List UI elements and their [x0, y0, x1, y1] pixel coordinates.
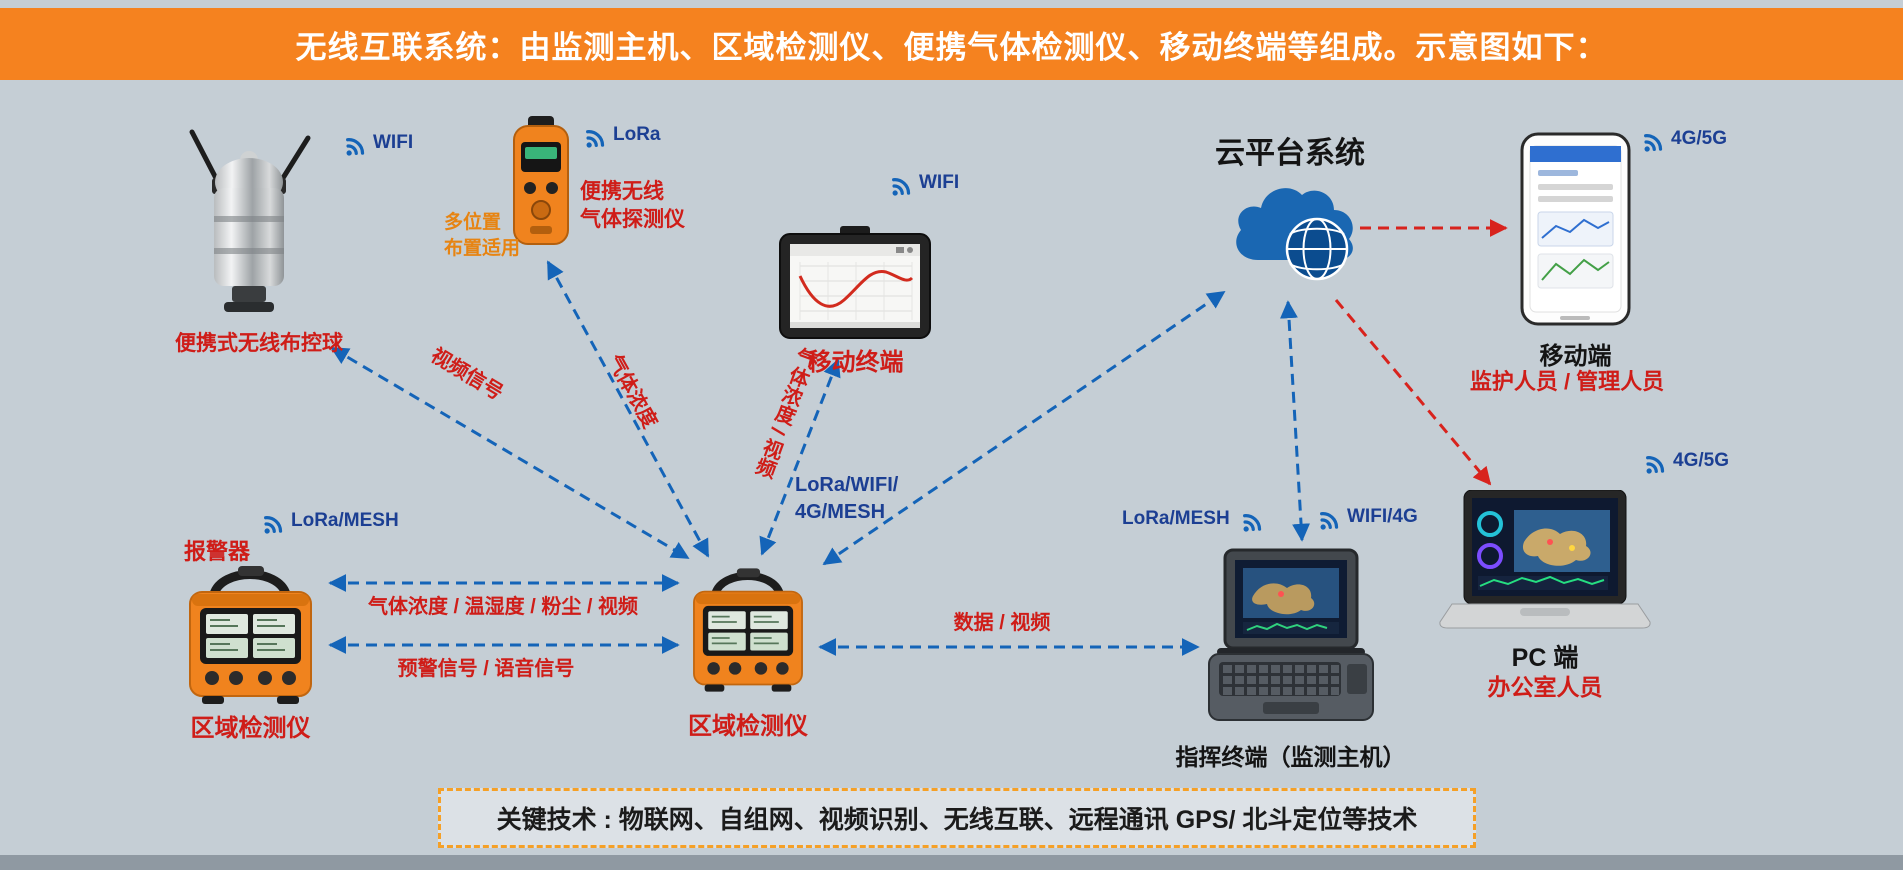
command-terminal-signal-left: LoRa/MESH — [1122, 506, 1265, 536]
alarm-tag: 报警器 — [184, 539, 251, 564]
key-tech-text: 关键技术 : 物联网、自组网、视频识别、无线互联、远程通讯 GPS/ 北斗定位等… — [496, 806, 1418, 834]
link-label-warning-signal: 预警信号 / 语音信号 — [397, 658, 575, 680]
area-detector-illustration — [683, 563, 813, 697]
command-terminal-signal-right-label: WIFI/4G — [1347, 506, 1418, 527]
pc-device — [1438, 489, 1653, 640]
command-terminal-device — [1203, 548, 1378, 733]
alarm-detector-label: 区域检测仪 — [190, 715, 311, 742]
mobile-terminal-device — [778, 226, 933, 344]
alarm-signal-label: LoRa/MESH — [291, 510, 399, 531]
mobile-terminal-signal: WIFI — [884, 170, 959, 200]
wifi-icon — [884, 170, 914, 200]
alarm-signal: LoRa/MESH — [256, 508, 399, 538]
wifi-icon — [1312, 504, 1342, 534]
gas-detector-signal: LoRa — [578, 122, 661, 152]
gas-detector-device — [506, 116, 576, 251]
title-bar: 无线互联系统：由监测主机、区域检测仪、便携气体检测仪、移动终端等组成。示意图如下… — [0, 8, 1903, 80]
link-label-mesh: LoRa/WIFI/ 4G/MESH — [795, 472, 898, 526]
command-terminal-label: 指挥终端（监测主机） — [1175, 744, 1406, 770]
key-tech-box: 关键技术 : 物联网、自组网、视频识别、无线互联、远程通讯 GPS/ 北斗定位等… — [438, 788, 1476, 848]
pc-illustration — [1439, 489, 1651, 629]
wifi-icon — [1636, 126, 1666, 156]
command-terminal-signal-left-label: LoRa/MESH — [1122, 508, 1230, 529]
wifi-icon — [578, 122, 608, 152]
camera-ball-signal: WIFI — [338, 130, 413, 160]
page-title: 无线互联系统：由监测主机、区域检测仪、便携气体检测仪、移动终端等组成。示意图如下… — [295, 29, 1608, 65]
pc-signal-label: 4G/5G — [1673, 450, 1729, 471]
mobile-terminal-illustration — [779, 226, 931, 339]
mobile-terminal-label: 移动终端 — [807, 349, 904, 376]
smartphone-illustration — [1520, 132, 1631, 326]
gas-detector-note: 多位置 布置适用 — [444, 210, 520, 262]
link-label-video-signal: 视频信号 — [426, 344, 507, 405]
smartphone-signal-label: 4G/5G — [1671, 128, 1727, 149]
gas-detector-signal-label: LoRa — [613, 124, 661, 145]
smartphone-device — [1518, 132, 1633, 327]
cloud-platform-device — [1222, 160, 1362, 290]
smartphone-signal: 4G/5G — [1636, 126, 1727, 156]
wifi-icon — [1235, 506, 1265, 536]
cloud-icon — [1236, 188, 1353, 281]
mobile-terminal-signal-label: WIFI — [919, 172, 960, 193]
gas-detector-illustration — [513, 116, 569, 245]
cloud-platform-label: 云平台系统 — [1215, 137, 1365, 170]
pc-sublabel: 办公室人员 — [1487, 674, 1603, 700]
wifi-icon — [338, 130, 368, 160]
camera-ball-signal-label: WIFI — [373, 132, 414, 153]
camera-ball-label: 便携式无线布控球 — [175, 332, 343, 355]
gas-detector-note-line2: 布置适用 — [444, 238, 521, 259]
gas-detector-label-line2: 气体探测仪 — [580, 208, 685, 231]
camera-ball-device — [180, 128, 325, 328]
alarm-detector-device — [178, 560, 323, 710]
pc-signal: 4G/5G — [1638, 448, 1729, 478]
gas-detector-label: 便携无线 气体探测仪 — [580, 178, 685, 234]
gas-detector-note-line1: 多位置 — [444, 212, 502, 233]
area-detector-device — [683, 563, 813, 697]
link-label-gas-concentration: 气体浓度 — [602, 351, 661, 433]
link-label-sensor-data: 气体浓度 / 温湿度 / 粉尘 / 视频 — [367, 596, 639, 618]
smartphone-sublabel: 监护人员 / 管理人员 — [1469, 369, 1665, 394]
wifi-icon — [256, 508, 286, 538]
wifi-icon — [1638, 448, 1668, 478]
pc-label: PC 端 — [1511, 644, 1579, 672]
arrow-cloud-to-command — [1279, 300, 1311, 542]
bottom-strip — [0, 855, 1903, 870]
link-label-mesh-line1: LoRa/WIFI/ — [795, 474, 899, 496]
command-terminal-signal-right: WIFI/4G — [1312, 504, 1418, 534]
link-label-data-video: 数据 / 视频 — [953, 612, 1051, 634]
alarm-detector-illustration — [178, 560, 323, 710]
camera-ball-illustration — [189, 129, 311, 312]
area-detector-label: 区域检测仪 — [688, 713, 808, 740]
link-label-mesh-line2: 4G/MESH — [795, 501, 886, 523]
gas-detector-label-line1: 便携无线 — [580, 180, 664, 203]
smartphone-label: 移动端 — [1539, 343, 1612, 370]
command-terminal-illustration — [1208, 548, 1374, 721]
